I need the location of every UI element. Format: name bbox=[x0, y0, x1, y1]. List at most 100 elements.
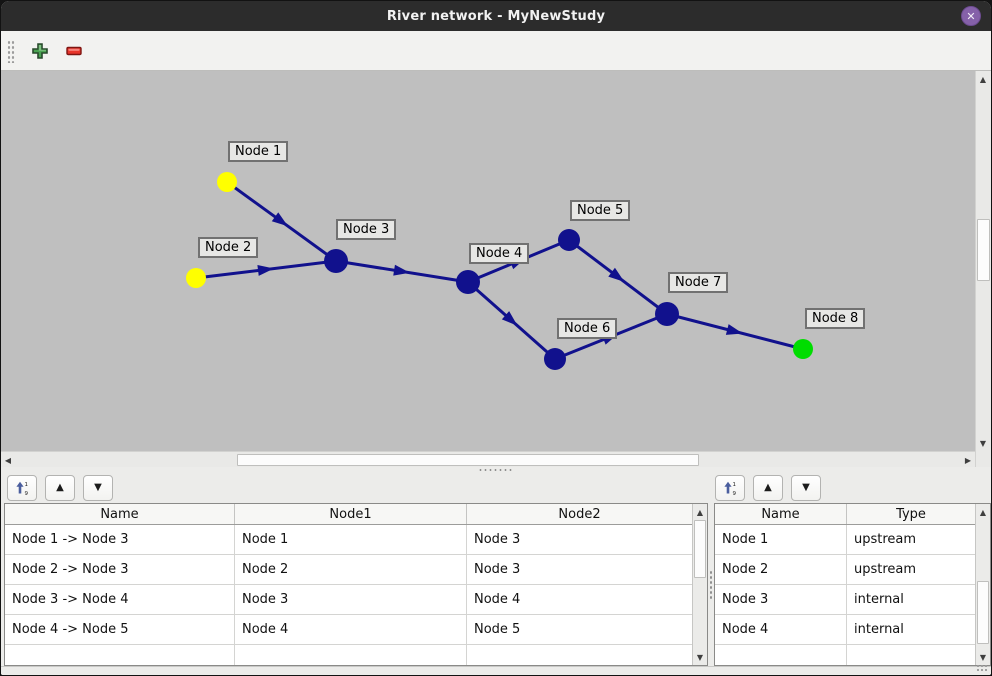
nodes-table-scrollbar[interactable]: ▲ ▼ bbox=[975, 504, 990, 665]
table-row[interactable]: Node 4 internal bbox=[715, 615, 975, 645]
minus-icon bbox=[66, 46, 82, 55]
window-title: River network - MyNewStudy bbox=[386, 8, 606, 24]
links-move-down-button[interactable]: ▼ bbox=[83, 475, 113, 501]
table-cell: Node 2 bbox=[235, 555, 467, 584]
sort-ascending-icon: 1 9 bbox=[16, 481, 29, 496]
vertical-splitter[interactable] bbox=[708, 503, 714, 666]
scroll-right-icon[interactable]: ▶ bbox=[964, 455, 972, 465]
network-node[interactable] bbox=[655, 302, 679, 326]
network-svg bbox=[186, 172, 813, 370]
table-row[interactable] bbox=[5, 645, 692, 665]
status-bar bbox=[1, 664, 991, 675]
nodes-sort-button[interactable]: 1 9 bbox=[715, 475, 745, 501]
nodes-move-up-button[interactable]: ▲ bbox=[753, 475, 783, 501]
title-bar[interactable]: River network - MyNewStudy ✕ bbox=[1, 1, 991, 31]
nodes-table-header: Name Type bbox=[715, 504, 975, 525]
scroll-up-icon[interactable]: ▲ bbox=[979, 74, 987, 84]
network-node[interactable] bbox=[456, 270, 480, 294]
sort-ascending-icon: 1 9 bbox=[724, 481, 737, 496]
node-label[interactable]: Node 1 bbox=[228, 141, 289, 162]
scroll-up-icon[interactable]: ▲ bbox=[979, 507, 987, 517]
table-cell: Node 3 bbox=[474, 532, 521, 547]
links-move-up-button[interactable]: ▲ bbox=[45, 475, 75, 501]
table-cell: Node 3 bbox=[715, 585, 847, 614]
column-header[interactable]: Type bbox=[896, 506, 926, 522]
nodes-move-down-button[interactable]: ▼ bbox=[791, 475, 821, 501]
horizontal-scroll-thumb[interactable] bbox=[237, 454, 699, 466]
table-cell: Node 4 bbox=[474, 592, 521, 607]
scroll-down-icon[interactable]: ▼ bbox=[979, 652, 987, 662]
close-button[interactable]: ✕ bbox=[961, 6, 981, 26]
nodes-scroll-thumb[interactable] bbox=[977, 581, 989, 644]
svg-text:9: 9 bbox=[733, 491, 737, 496]
table-cell: Node 1 -> Node 3 bbox=[5, 525, 235, 554]
table-cell bbox=[715, 645, 847, 665]
links-sort-button[interactable]: 1 9 bbox=[7, 475, 37, 501]
table-cell: Node 3 bbox=[235, 585, 467, 614]
network-node[interactable] bbox=[558, 229, 580, 251]
column-header[interactable]: Name bbox=[715, 504, 847, 524]
toolbar-drag-handle[interactable] bbox=[7, 38, 15, 63]
node-label[interactable]: Node 4 bbox=[469, 243, 530, 264]
scroll-down-icon[interactable]: ▼ bbox=[979, 438, 987, 448]
node-label[interactable]: Node 3 bbox=[336, 219, 397, 240]
links-table-buttons: 1 9 ▲ ▼ bbox=[7, 475, 113, 501]
column-header[interactable]: Node2 bbox=[558, 506, 601, 522]
links-table-scrollbar[interactable]: ▲ ▼ bbox=[692, 504, 707, 665]
table-cell bbox=[847, 645, 975, 665]
edge-arrow-icon bbox=[257, 265, 274, 276]
scroll-up-icon[interactable]: ▲ bbox=[696, 507, 704, 517]
network-node[interactable] bbox=[544, 348, 566, 370]
table-cell: Node 2 bbox=[715, 555, 847, 584]
network-canvas[interactable]: Node 1 Node 2 Node 3 Node 4 Node 5 Node 6 Node… bbox=[1, 71, 975, 451]
nodes-table-buttons: 1 9 ▲ ▼ bbox=[715, 475, 821, 501]
edge-arrow-icon bbox=[271, 212, 288, 227]
splitter-grip-icon bbox=[709, 569, 713, 600]
table-cell: upstream bbox=[854, 532, 917, 547]
table-toolbars: 1 9 ▲ ▼ 1 9 ▲ bbox=[1, 473, 991, 503]
network-node[interactable] bbox=[186, 268, 206, 288]
network-node[interactable] bbox=[324, 249, 348, 273]
vertical-scroll-thumb[interactable] bbox=[977, 219, 990, 281]
plus-icon bbox=[32, 42, 48, 59]
svg-text:9: 9 bbox=[25, 491, 29, 496]
table-cell: Node 4 bbox=[715, 615, 847, 644]
node-label[interactable]: Node 2 bbox=[198, 237, 259, 258]
network-node[interactable] bbox=[217, 172, 237, 192]
node-label[interactable]: Node 7 bbox=[668, 272, 729, 293]
column-header[interactable]: Node1 bbox=[235, 504, 467, 524]
scrollbar-corner bbox=[975, 451, 991, 467]
edge-arrow-icon bbox=[725, 324, 743, 335]
add-node-button[interactable] bbox=[29, 40, 51, 62]
network-node[interactable] bbox=[793, 339, 813, 359]
node-label[interactable]: Node 6 bbox=[557, 318, 618, 339]
remove-node-button[interactable] bbox=[63, 40, 85, 62]
node-label[interactable]: Node 5 bbox=[570, 200, 631, 221]
scroll-left-icon[interactable]: ◀ bbox=[4, 455, 12, 465]
toolbar bbox=[1, 31, 991, 71]
table-cell: internal bbox=[854, 622, 904, 637]
canvas-horizontal-scrollbar[interactable]: ◀ ▶ bbox=[1, 451, 975, 467]
scroll-down-icon[interactable]: ▼ bbox=[696, 652, 704, 662]
links-scroll-thumb[interactable] bbox=[694, 520, 706, 578]
horizontal-splitter[interactable] bbox=[1, 467, 991, 473]
canvas-vertical-scrollbar[interactable]: ▲ ▼ bbox=[975, 71, 991, 451]
node-label[interactable]: Node 8 bbox=[805, 308, 866, 329]
table-row[interactable] bbox=[715, 645, 975, 665]
close-icon: ✕ bbox=[966, 9, 976, 23]
resize-grip-icon[interactable] bbox=[976, 664, 987, 672]
column-header[interactable]: Name bbox=[5, 504, 235, 524]
up-triangle-icon: ▲ bbox=[56, 482, 64, 493]
table-cell: Node 5 bbox=[474, 622, 521, 637]
